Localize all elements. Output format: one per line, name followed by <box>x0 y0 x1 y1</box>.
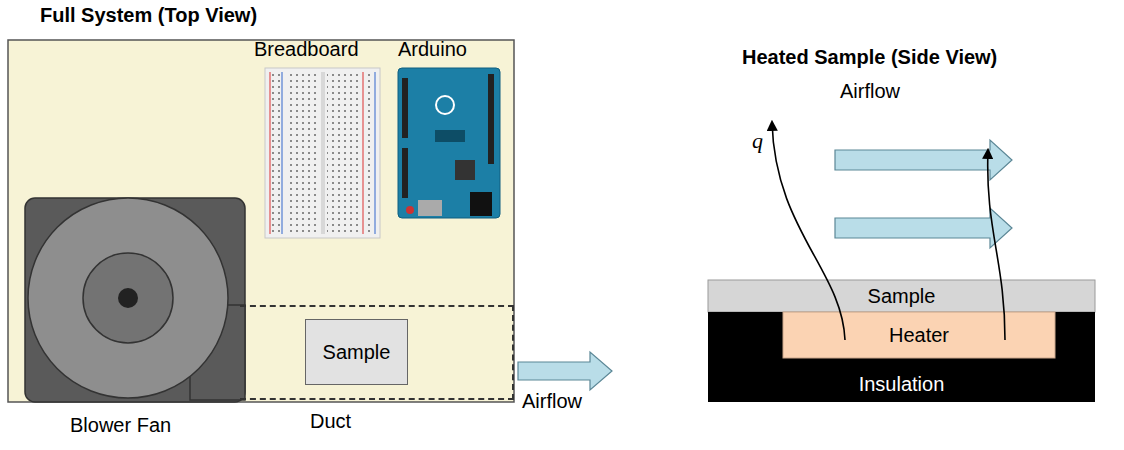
insulation-block: Insulation Heater <box>708 312 1095 402</box>
base-panel <box>8 40 514 402</box>
arduino-picture <box>398 68 500 218</box>
heat-flow-arrow <box>988 150 1005 340</box>
sample-layer <box>708 280 1095 312</box>
flow-label: Airflow <box>840 80 900 103</box>
node-text: Duct <box>310 410 351 433</box>
airflow-arrow <box>835 208 1012 248</box>
node-text: Blower Fan <box>70 414 171 437</box>
node-text: Sample <box>323 341 391 364</box>
heat-flow-arrow <box>772 122 845 340</box>
blower-fan-picture <box>25 198 245 402</box>
sample-layer: Sample <box>708 280 1095 312</box>
duct: DuctSample <box>240 305 514 400</box>
part-name: Breadboard <box>254 38 359 61</box>
panel-title: Full System (Top View) <box>40 4 257 27</box>
airflow-arrow <box>835 140 1012 180</box>
flow-label: Airflow <box>522 390 582 413</box>
heater-block: Heater <box>783 312 1055 358</box>
heat-symbol: q <box>752 128 763 153</box>
part-name: Arduino <box>398 38 467 61</box>
heater-block <box>783 312 1055 358</box>
node-text: Sample <box>868 285 936 308</box>
airflow-arrow <box>518 352 612 390</box>
breadboard-picture <box>265 68 380 238</box>
node-text: Insulation <box>859 373 945 396</box>
blower-fan: Blower Fan <box>25 198 245 402</box>
node-text: Heater <box>889 324 949 347</box>
insulation-block <box>708 312 1095 402</box>
sample-box: Sample <box>305 319 408 385</box>
panel-title: Heated Sample (Side View) <box>742 46 997 69</box>
